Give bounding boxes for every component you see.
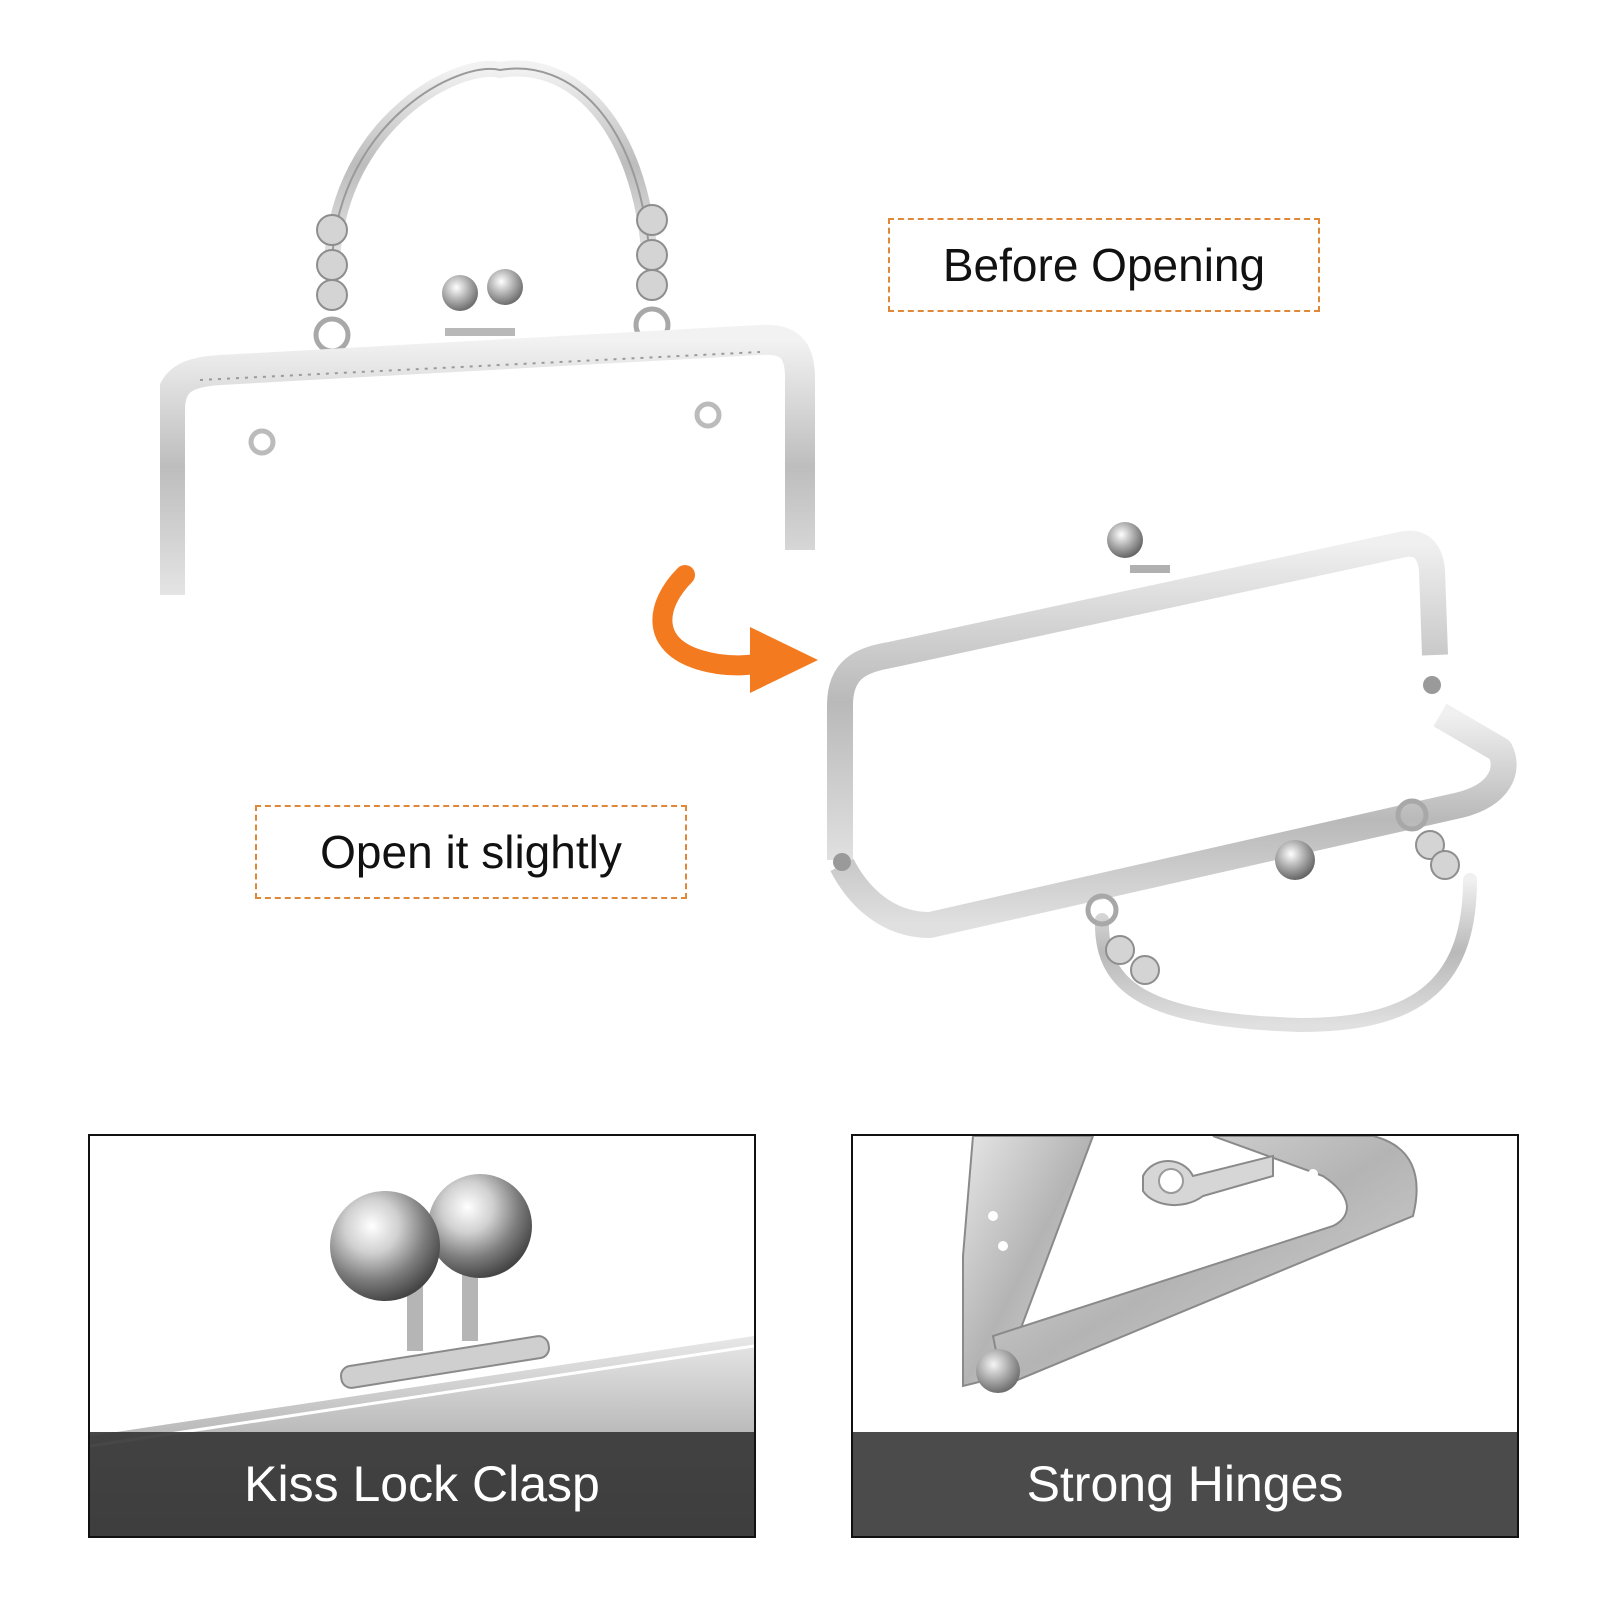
strong-hinges-panel: Strong Hinges — [851, 1134, 1519, 1538]
open-purse-frame-image — [827, 522, 1517, 1033]
before-opening-label: Before Opening — [888, 218, 1320, 312]
strong-hinges-caption: Strong Hinges — [853, 1432, 1517, 1536]
open-it-slightly-label: Open it slightly — [255, 805, 687, 899]
closed-purse-frame-image — [160, 60, 815, 595]
curved-arrow-icon — [652, 565, 818, 693]
hinge-closeup-image — [962, 1136, 1418, 1393]
kiss-lock-clasp-caption: Kiss Lock Clasp — [90, 1432, 754, 1536]
kiss-lock-clasp-panel: Kiss Lock Clasp — [88, 1134, 756, 1538]
